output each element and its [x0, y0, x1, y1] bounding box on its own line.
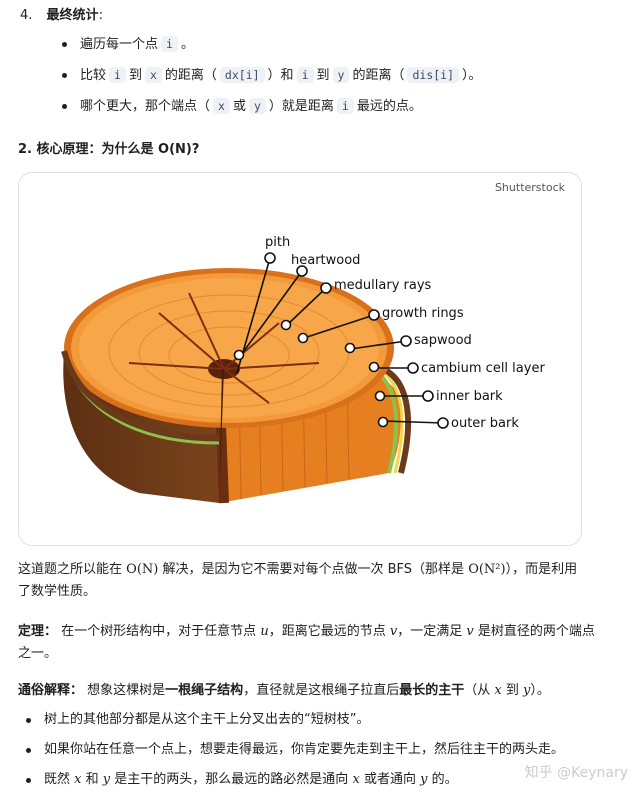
bullet-dot	[62, 42, 67, 47]
label-pith: pith	[265, 235, 290, 250]
text: ，一定满足	[397, 624, 463, 639]
text: 的距离（	[352, 68, 405, 83]
intuition-label: 通俗解释：	[18, 683, 84, 698]
emphasis: 最长的主干	[399, 683, 465, 698]
watermark-shutterstock: Shutterstock	[494, 181, 565, 194]
inline-code: i	[296, 67, 314, 83]
tree-cross-section-diagram: pith heartwood medullary rays growth rin…	[61, 235, 545, 504]
theorem-label: 定理：	[18, 624, 58, 639]
text: 。	[180, 37, 194, 52]
paragraph-complexity: 这道题之所以能在 O(N) 解决，是因为它不需要对每个点做一次 BFS（那样是 …	[18, 560, 577, 580]
inline-code: i	[336, 98, 354, 114]
math-v: v	[389, 624, 398, 639]
label-inner-bark: inner bark	[436, 389, 503, 404]
text: 到	[505, 683, 519, 698]
text: 既然	[44, 772, 71, 787]
math-y: y	[420, 772, 428, 787]
zhihu-watermark: 知乎 @Keynary	[524, 765, 628, 781]
theorem-paragraph: 定理： 在一个树形结构中，对于任意节点 u，距离它最远的节点 v，一定满足 v …	[18, 622, 595, 642]
step-number: 4.	[20, 8, 33, 23]
text: 比较	[80, 68, 107, 83]
bullet-ends: 既然 x 和 y 是主干的两头，那么最远的路必然是通向 x 或者通向 y 的。	[44, 770, 458, 790]
bullet-dot	[26, 778, 31, 783]
math-u: u	[260, 624, 269, 639]
label-cambium-cell-layer: cambium cell layer	[421, 361, 545, 376]
text: 想象这棵树是	[87, 683, 166, 698]
text: 最远的点。	[356, 99, 422, 114]
theorem-line2: 之一。	[18, 646, 58, 661]
bullet-dot	[62, 104, 67, 109]
text: 到	[316, 68, 330, 83]
math-x: x	[352, 772, 360, 787]
inline-code: y	[332, 67, 350, 83]
text: 或者通向	[363, 772, 416, 787]
inline-code: x	[213, 98, 230, 114]
bullet-dot	[26, 748, 31, 753]
text: 在一个树形结构中，对于任意节点	[61, 624, 257, 639]
math-y: y	[523, 683, 531, 698]
text: 解决，是因为它不需要对每个点做一次 BFS（那样是	[162, 562, 465, 577]
intuition-paragraph: 通俗解释： 想象这棵树是一根绳子结构，直径就是这根绳子拉直后最长的主干（从 x …	[18, 681, 550, 701]
label-medullary-rays: medullary rays	[334, 278, 432, 293]
text: 是树直径的两个端点	[477, 624, 595, 639]
label-growth-rings: growth rings	[382, 306, 464, 321]
inline-code: i	[109, 67, 126, 83]
math-o-n: O(N)	[126, 562, 159, 577]
text: 或	[232, 99, 246, 114]
text: ），而是利用	[505, 562, 578, 577]
text: （从	[464, 683, 491, 698]
text: 这道题之所以能在	[18, 562, 123, 577]
text: ，直径就是这根绳子拉直后	[243, 683, 400, 698]
paragraph-complexity-line2: 了数学性质。	[18, 584, 97, 599]
math-x: x	[494, 683, 502, 698]
bullet-walk-trunk: 如果你站在任意一个点上，想要走得最远，你肯定要先走到主干上，然后往主干的两头走。	[44, 742, 565, 757]
bullet-dot	[26, 718, 31, 723]
inline-code: x	[144, 67, 162, 83]
text: ）。	[462, 68, 482, 83]
inline-code: y	[248, 98, 266, 114]
text: 遍历每一个点	[80, 37, 159, 52]
emphasis: 一根绳子结构	[165, 683, 244, 698]
text: 到	[128, 68, 142, 83]
text: 的。	[431, 772, 458, 787]
inline-code: dis[i]	[407, 67, 460, 83]
section-heading: 2. 核心原理：为什么是 O(N)?	[18, 142, 200, 157]
label-sapwood: sapwood	[414, 333, 472, 348]
math-o-n-squared: O(N²)	[468, 562, 506, 577]
text: 是主干的两头，那么最远的路必然是通向	[114, 772, 349, 787]
inline-code: i	[161, 36, 178, 52]
text: ，距离它最远的节点	[268, 624, 386, 639]
step-colon: :	[98, 8, 103, 23]
step-title: 最终统计	[46, 8, 99, 23]
label-outer-bark: outer bark	[451, 416, 519, 431]
label-heartwood: heartwood	[291, 253, 360, 268]
text: ）。	[530, 683, 550, 698]
text: ）就是距离	[268, 99, 334, 114]
text: ）和	[267, 68, 294, 83]
step4-heading: 4. 最终统计:	[20, 6, 103, 26]
text: 和	[85, 772, 99, 787]
math-v: v	[466, 624, 474, 639]
image-card[interactable]: Shutterstock	[18, 172, 582, 546]
text: 的距离（	[164, 68, 217, 83]
math-y: y	[102, 772, 111, 787]
bullet-dot	[62, 73, 67, 78]
bullet-branches: 树上的其他部分都是从这个主干上分叉出去的“短树枝”。	[44, 712, 370, 727]
inline-code: dx[i]	[219, 67, 265, 83]
math-x: x	[74, 772, 82, 787]
text: 哪个更大，那个端点（	[80, 99, 211, 114]
